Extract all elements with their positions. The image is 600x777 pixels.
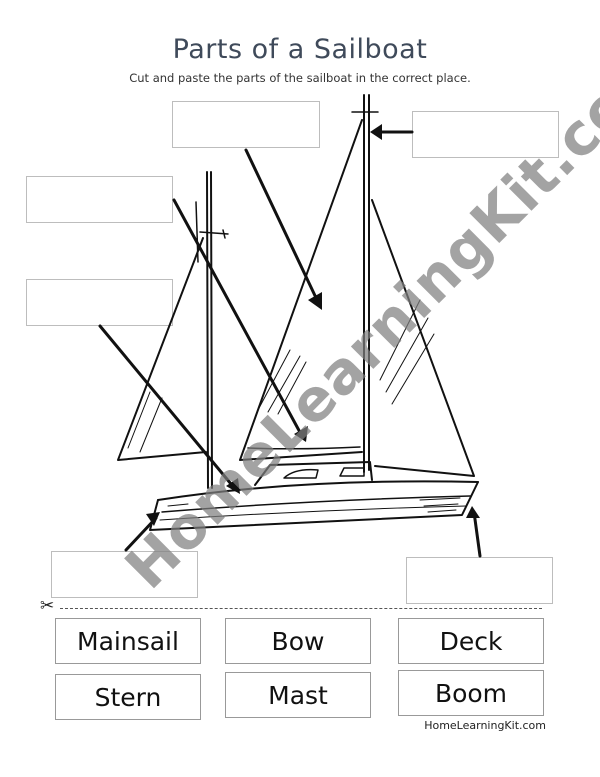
word-card-boom[interactable]: Boom [398, 670, 544, 716]
footer-site: HomeLearningKit.com [424, 719, 546, 732]
arrow-to-mainsail [244, 148, 320, 304]
arrow-to-fore-sail [172, 198, 304, 438]
word-card-stern[interactable]: Stern [55, 674, 201, 720]
answer-box-left-upper[interactable] [26, 176, 173, 223]
arrow-to-stern [124, 516, 158, 552]
arrow-to-boom [98, 324, 238, 492]
cabin [254, 461, 373, 486]
word-card-mainsail[interactable]: Mainsail [55, 618, 201, 664]
word-card-bow[interactable]: Bow [225, 618, 371, 664]
jib-sail [371, 199, 475, 477]
arrow-to-bow [472, 510, 482, 558]
answer-box-bottom-left[interactable] [51, 551, 198, 598]
answer-box-bottom-right[interactable] [406, 557, 553, 604]
word-card-deck[interactable]: Deck [398, 618, 544, 664]
fore-sail [117, 237, 207, 461]
hull [149, 481, 479, 531]
worksheet-title: Parts of a Sailboat [172, 34, 428, 65]
deck-line [157, 480, 479, 501]
main-mast [363, 94, 370, 473]
cut-line [60, 608, 542, 609]
scissors-icon: ✂ [40, 596, 55, 616]
answer-box-top-center[interactable] [172, 101, 320, 148]
instructions: Cut and paste the parts of the sailboat … [129, 71, 471, 85]
word-card-mast[interactable]: Mast [225, 672, 371, 718]
fore-mast [206, 171, 213, 489]
mainsail-shape [239, 119, 363, 461]
answer-box-top-right[interactable] [412, 111, 559, 158]
